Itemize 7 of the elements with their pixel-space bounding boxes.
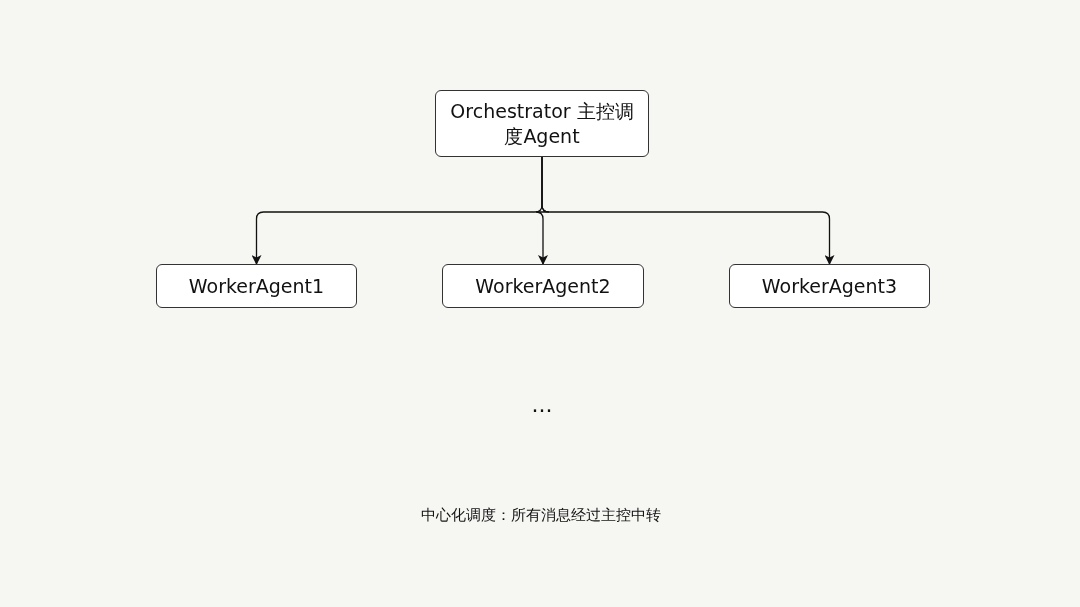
arrow: [541, 156, 835, 265]
worker-box: WorkerAgent3: [729, 264, 930, 308]
worker-box: WorkerAgent2: [442, 264, 644, 308]
ellipsis: ...: [531, 392, 553, 417]
note-text: 中心化调度：所有消息经过主控中转: [421, 506, 661, 525]
worker-box: WorkerAgent1: [156, 264, 357, 308]
orchestrator-box: Orchestrator 主控调度Agent: [435, 90, 649, 157]
